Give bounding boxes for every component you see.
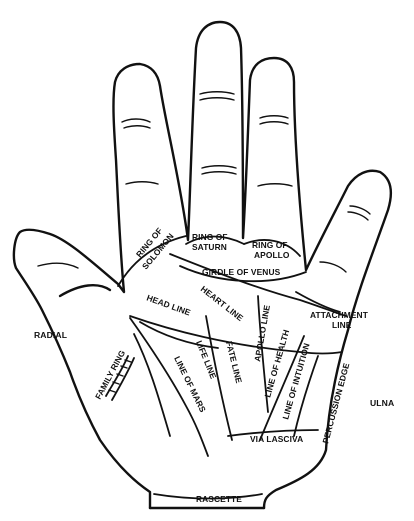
head-line-lower bbox=[139, 321, 219, 349]
label-line-of-health: LINE OF HEALTH bbox=[262, 328, 291, 398]
middle-crease-3 bbox=[201, 165, 237, 169]
label-head-line: HEAD LINE bbox=[145, 292, 192, 317]
thumb-inner-contour bbox=[58, 284, 112, 298]
line-of-health bbox=[259, 335, 305, 441]
label-radial: RADIAL bbox=[34, 330, 67, 340]
family-ring-chain-outer bbox=[105, 355, 129, 397]
little-crease-2 bbox=[347, 211, 369, 221]
ring-of-saturn-line bbox=[185, 235, 245, 245]
fate-line bbox=[205, 315, 233, 441]
label-ring-of-saturn-1: RING OF bbox=[192, 232, 228, 242]
ring-of-apollo-line bbox=[243, 239, 301, 257]
hand-outline bbox=[12, 20, 392, 510]
label-ring-of-apollo-2: APOLLO bbox=[254, 250, 290, 260]
label-ulna: ULNA bbox=[370, 398, 394, 408]
label-rascette: RASCETTE bbox=[196, 494, 242, 504]
line-of-mars bbox=[133, 333, 171, 437]
label-fate-line: FATE LINE bbox=[224, 340, 244, 385]
apollo-line bbox=[257, 295, 269, 413]
head-line bbox=[129, 315, 343, 355]
index-crease-2 bbox=[123, 125, 151, 129]
rascette-line bbox=[153, 493, 263, 500]
ring-of-solomon-line bbox=[117, 235, 187, 287]
label-attachment-1: ATTACHMENT bbox=[310, 310, 369, 320]
thumb-crease bbox=[37, 262, 79, 269]
index-crease-3 bbox=[125, 181, 159, 185]
label-attachment-2: LINE bbox=[332, 320, 352, 330]
via-lasciva-line bbox=[227, 429, 319, 437]
heart-line bbox=[169, 253, 347, 317]
girdle-of-venus-line bbox=[179, 265, 307, 283]
life-line bbox=[129, 317, 209, 457]
middle-crease-2 bbox=[199, 97, 235, 101]
label-via-lasciva: VIA LASCIVA bbox=[250, 434, 303, 444]
attachment-line bbox=[295, 291, 341, 313]
ring-crease-3 bbox=[257, 183, 293, 187]
little-crease-1 bbox=[349, 205, 371, 215]
ring-crease-1 bbox=[259, 115, 289, 119]
index-crease-1 bbox=[121, 118, 151, 123]
line-of-intuition bbox=[293, 355, 319, 437]
label-apollo-line: APOLLO LINE bbox=[252, 304, 272, 363]
label-ring-of-saturn-2: SATURN bbox=[192, 242, 227, 252]
label-family-ring: FAMILY RING bbox=[93, 348, 127, 401]
family-ring-chain-links bbox=[108, 359, 132, 393]
middle-crease-1 bbox=[199, 91, 235, 95]
middle-crease-4 bbox=[201, 171, 237, 175]
label-ring-of-apollo-1: RING OF bbox=[252, 240, 288, 250]
ring-crease-2 bbox=[259, 121, 289, 125]
little-crease-3 bbox=[319, 261, 347, 273]
family-ring-chain-inner bbox=[111, 357, 135, 401]
label-girdle-of-venus: GIRDLE OF VENUS bbox=[202, 267, 281, 277]
